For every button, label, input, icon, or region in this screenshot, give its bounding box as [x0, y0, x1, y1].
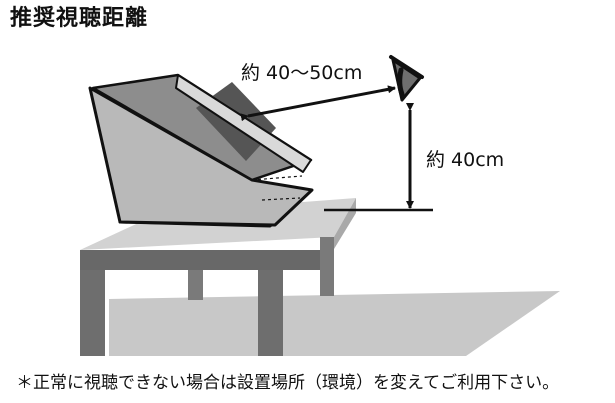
table-leg-back-left [188, 270, 203, 300]
table-leg-back-right [320, 237, 334, 296]
diagonal-distance-label: 約 40〜50cm [241, 62, 363, 84]
device-dashed-edge [251, 175, 303, 181]
table-front-apron [80, 250, 334, 270]
diagonal-distance-arrow [240, 85, 396, 122]
eye-icon [389, 55, 424, 102]
table-leg-front-left [80, 270, 105, 356]
device-top-rim [175, 74, 312, 173]
viewer-device [88, 73, 314, 228]
eye-pupil [397, 67, 405, 97]
footnote: ＊正常に視聴できない場合は設置場所（環境）を変えてご利用下さい。 [16, 373, 560, 393]
floor [109, 291, 560, 356]
page-title: 推奨視聴距離 [10, 6, 149, 31]
device-dashed-base [261, 197, 301, 201]
vertical-distance-label: 約 40cm [426, 149, 505, 171]
table-leg-front-right [258, 270, 283, 356]
eye-lash [389, 55, 424, 79]
